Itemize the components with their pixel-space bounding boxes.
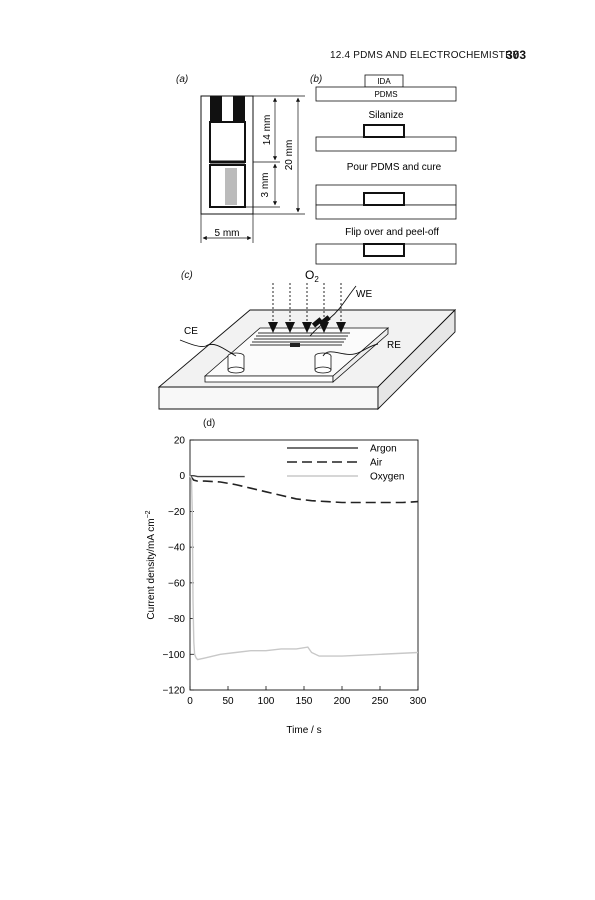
panel-a-chip-drawing: 14 mm 20 mm 3 mm 5 mm <box>200 95 305 243</box>
ce-wire <box>205 344 237 357</box>
x-tick-label: 300 <box>410 696 427 707</box>
re-wire <box>322 343 379 357</box>
series-argon <box>190 475 245 478</box>
x-tick-label: 100 <box>258 696 275 707</box>
step-flip-peel: Flip over and peel-off <box>345 227 439 238</box>
x-axis-label: Time / s <box>286 725 321 736</box>
y-tick-label: 20 <box>174 436 186 447</box>
dim-20mm: 20 mm <box>284 140 295 171</box>
we-wire <box>309 285 357 337</box>
y-tick-label: −40 <box>168 543 185 554</box>
re-label: RE <box>387 340 401 351</box>
x-tick-label: 0 <box>187 696 193 707</box>
contact-pad-left <box>210 96 222 122</box>
o2-flow-arrows <box>272 283 342 324</box>
y-tick-label: −60 <box>168 578 185 589</box>
we-contact <box>290 343 300 347</box>
panel-c-label: (c) <box>181 270 193 281</box>
legend-label-argon: Argon <box>370 444 397 455</box>
running-header-section: 12.4 PDMS AND ELECTROCHEMISTRY <box>330 50 520 61</box>
panel-c-cell-drawing: O2 WE CE RE <box>157 268 457 411</box>
ida-fingers <box>225 168 237 205</box>
ida-region-frame <box>209 164 246 208</box>
step-silanize: Silanize <box>368 110 403 121</box>
silanized-ida <box>363 124 405 138</box>
we-label: WE <box>356 289 372 300</box>
x-tick-label: 200 <box>334 696 351 707</box>
series-oxygen <box>189 475 419 661</box>
y-tick-label: −80 <box>168 614 185 625</box>
panel-a-label: (a) <box>176 74 189 85</box>
y-tick-label: −20 <box>168 507 185 518</box>
base-front <box>158 386 379 410</box>
base-side <box>377 308 456 411</box>
dim-14mm: 14 mm <box>262 115 273 146</box>
x-tick-label: 50 <box>222 696 234 707</box>
step-pour-pdms: Pour PDMS and cure <box>347 162 442 173</box>
x-tick-label: 150 <box>296 696 313 707</box>
panel-b-label: (b) <box>310 74 323 85</box>
x-tick-label: 250 <box>372 696 389 707</box>
ida-text: IDA <box>377 77 391 86</box>
panel-b-process-steps: IDA PDMS Silanize Pour PDMS and cure Fli… <box>315 74 457 265</box>
dim-3mm: 3 mm <box>260 173 271 198</box>
ce-label: CE <box>184 326 198 337</box>
channel-mold <box>363 243 405 257</box>
y-tick-label: −120 <box>162 686 185 697</box>
ce-well <box>227 352 245 374</box>
o2-label: O2 <box>305 268 319 284</box>
y-tick-label: 0 <box>179 471 185 482</box>
pdms-text: PDMS <box>374 90 397 99</box>
re-well <box>314 352 332 374</box>
contact-pad-right <box>233 96 245 122</box>
y-tick-label: −100 <box>162 650 185 661</box>
legend-label-air: Air <box>370 458 383 469</box>
panel-d-label: (d) <box>203 418 216 429</box>
page-number: 303 <box>506 48 527 62</box>
y-axis-label: Current density/mA cm−2 <box>145 510 157 619</box>
legend-label-oxygen: Oxygen <box>370 472 404 483</box>
pdms-base <box>315 86 457 102</box>
series-air <box>189 475 419 504</box>
dim-5mm: 5 mm <box>215 228 240 239</box>
electrode-lead-frame <box>209 121 246 163</box>
